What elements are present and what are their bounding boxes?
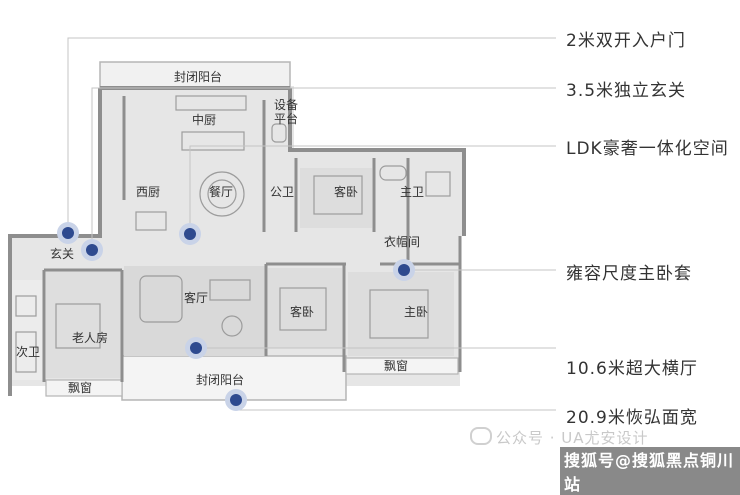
marker-living-hall xyxy=(185,337,207,359)
label-secondary-bath: 次卫 xyxy=(16,345,40,359)
label-chinese-kitchen: 中厨 xyxy=(192,112,216,127)
marker-entry-door xyxy=(57,222,79,244)
watermark-official-account-text: 公众号 · UA尤安设计 xyxy=(496,429,649,447)
marker-foyer xyxy=(81,239,103,261)
leader-lines xyxy=(67,37,556,411)
label-closed-balcony-bottom: 封闭阳台 xyxy=(196,372,244,387)
feature-markers xyxy=(57,222,415,411)
label-master-bedroom: 主卧 xyxy=(404,305,428,319)
label-bedroom-mid: 客卧 xyxy=(290,304,314,319)
feature-foyer: 3.5米独立玄关 xyxy=(566,81,687,101)
marker-frontage xyxy=(225,389,247,411)
feature-ldk: LDK豪奢一体化空间 xyxy=(566,139,729,159)
label-public-bath: 公卫 xyxy=(270,185,294,199)
furniture xyxy=(15,95,451,373)
feature-living-hall: 10.6米超大横厅 xyxy=(566,359,698,379)
wechat-icon xyxy=(470,427,492,445)
watermark-official-account: 公众号 · UA尤安设计 xyxy=(470,427,649,448)
marker-ldk xyxy=(179,223,201,245)
label-foyer: 玄关 xyxy=(50,246,74,261)
feature-entry-door: 2米双开入户门 xyxy=(566,31,686,51)
label-wardrobe: 衣帽间 xyxy=(384,234,420,249)
label-western-kitchen: 西厨 xyxy=(136,185,160,199)
floor-plan: 封闭阳台 中厨 设备平台 西厨 餐厅 公卫 客卧 主卫 衣帽间 玄关 客厅 客卧… xyxy=(8,37,556,411)
label-master-bath: 主卫 xyxy=(400,185,424,199)
label-bedroom-top: 客卧 xyxy=(334,184,358,199)
label-living: 客厅 xyxy=(184,290,208,305)
feature-frontage: 20.9米恢弘面宽 xyxy=(566,408,698,428)
feature-master-suite: 雍容尺度主卧套 xyxy=(566,264,692,284)
label-bay-window-right: 飘窗 xyxy=(384,359,408,373)
marker-master-suite xyxy=(393,259,415,281)
label-bay-window-left: 飘窗 xyxy=(68,381,92,395)
label-dining: 餐厅 xyxy=(209,184,233,199)
label-elder-room: 老人房 xyxy=(72,330,108,345)
label-closed-balcony-top: 封闭阳台 xyxy=(174,69,222,84)
room-labels: 封闭阳台 中厨 设备平台 西厨 餐厅 公卫 客卧 主卫 衣帽间 玄关 客厅 客卧… xyxy=(16,69,428,395)
watermark-sohu: 搜狐号@搜狐黑点铜川站 xyxy=(560,447,740,495)
label-equipment-platform: 设备平台 xyxy=(274,98,298,126)
